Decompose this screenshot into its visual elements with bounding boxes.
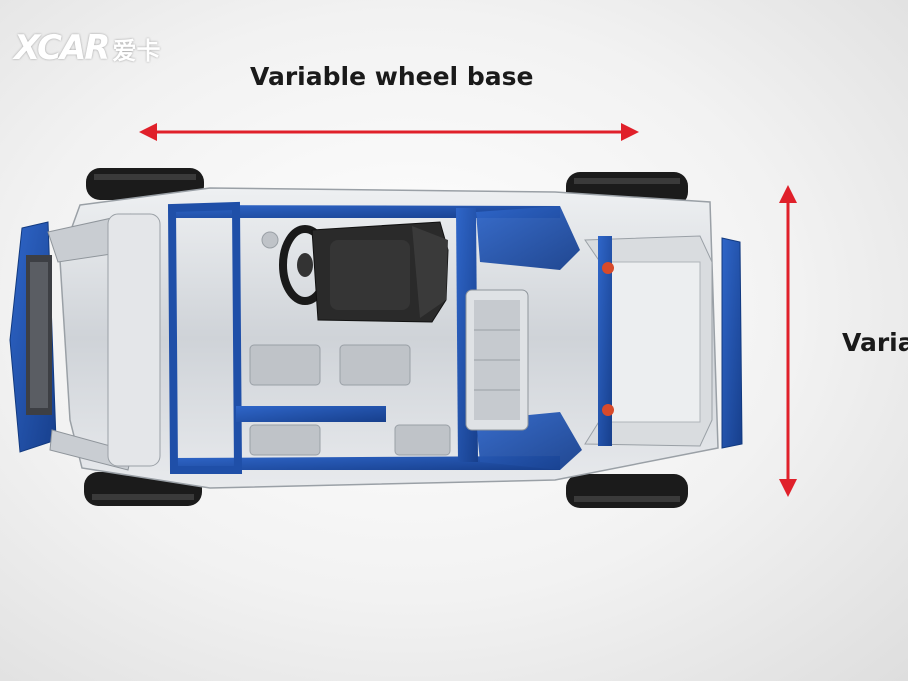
front-crash-frame [9, 221, 57, 453]
wheelbase-label: Variable wheel base [250, 62, 534, 91]
watermark-logo: XCAR 爱卡 [14, 28, 160, 68]
dash-crossmember [167, 201, 243, 474]
floor-details [249, 231, 451, 456]
track-width-label: Varia [842, 328, 908, 357]
watermark-brand-cn: 爱卡 [112, 36, 161, 65]
driver-seat [311, 221, 449, 323]
battery-pack [465, 289, 529, 431]
tire-rear-right [566, 474, 688, 508]
rear-frame [584, 235, 713, 447]
floor-crossmember [236, 406, 386, 422]
watermark-brand-mark: XCAR [14, 28, 110, 68]
rear-crash-beam [721, 237, 743, 449]
front-subframe [47, 213, 161, 471]
rear-arch-left [476, 206, 580, 270]
